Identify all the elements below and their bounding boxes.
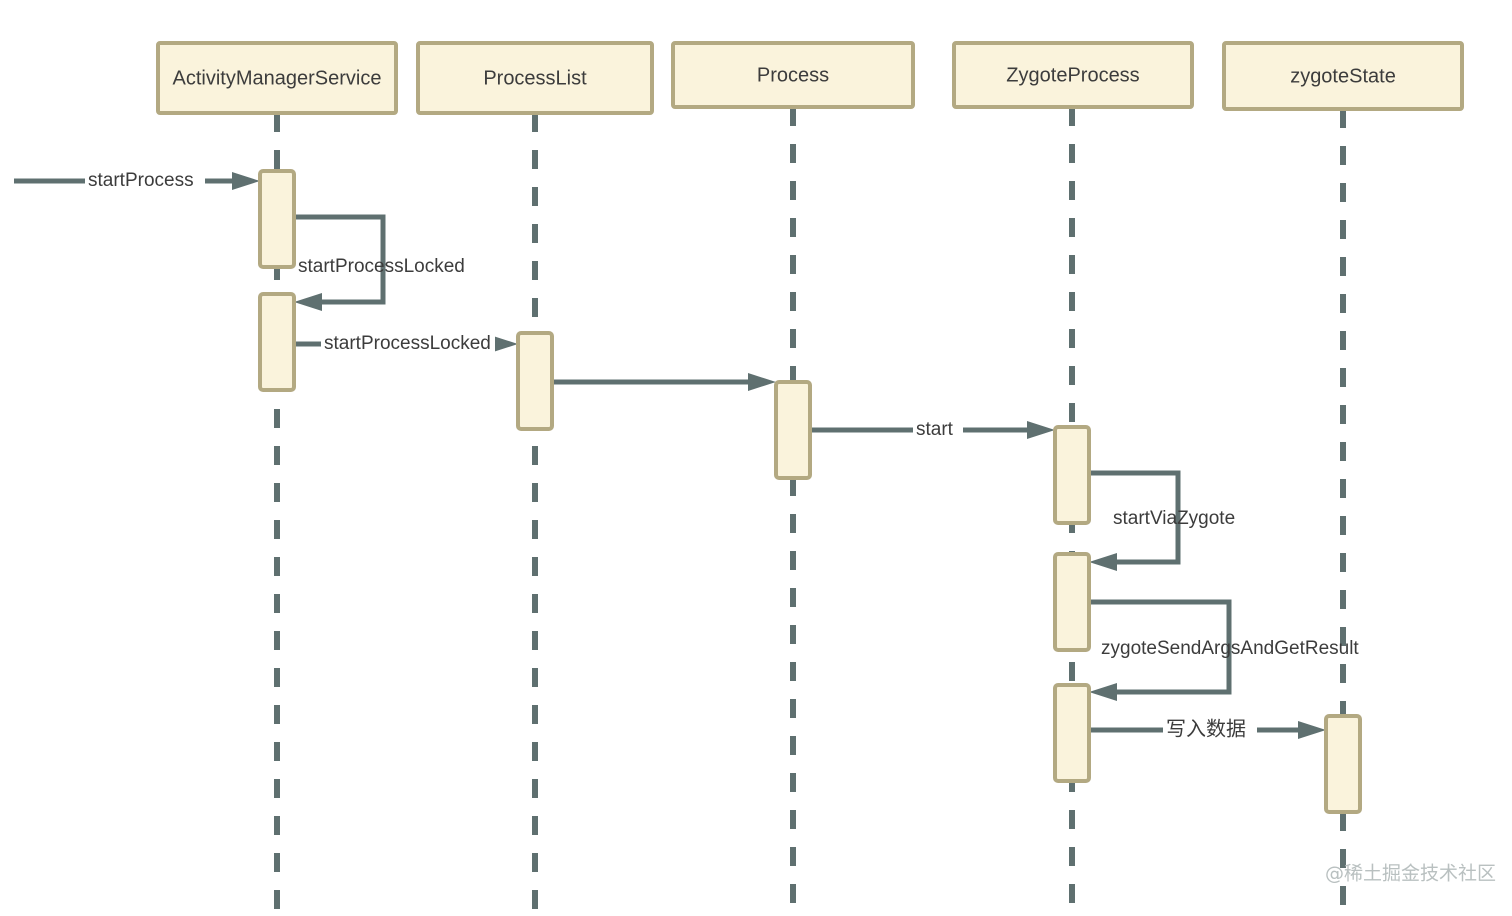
message-label-group-msg-start: start	[913, 417, 963, 443]
activation-bar-ams	[258, 169, 296, 269]
arrowhead-icon	[232, 172, 260, 190]
message-label: 写入数据	[1166, 717, 1246, 741]
participant-processlist[interactable]: ProcessList	[416, 41, 654, 115]
participant-process[interactable]: Process	[671, 41, 915, 109]
participant-label: ActivityManagerService	[173, 67, 382, 89]
participant-box[interactable]	[952, 41, 1194, 109]
participant-box[interactable]	[671, 41, 915, 109]
message-label: startViaZygote	[1113, 508, 1235, 529]
arrowhead-icon	[1089, 683, 1117, 701]
message-msg-start-via-zygote	[1089, 470, 1181, 571]
message-label-group-msg-start-process-locked-2: startProcessLocked	[321, 331, 495, 357]
message-label-group-msg-start-process: startProcess	[85, 168, 205, 194]
activation-bar-process	[774, 380, 812, 480]
message-label: startProcessLocked	[298, 256, 465, 277]
message-path	[1089, 470, 1181, 565]
message-label: startProcessLocked	[324, 333, 491, 354]
participants-layer: ActivityManagerService ProcessList Process…	[156, 41, 1464, 115]
activations-layer	[258, 169, 1362, 814]
participant-box[interactable]	[156, 41, 398, 115]
arrowhead-icon	[1089, 553, 1117, 571]
label-backdrop	[1163, 717, 1257, 743]
message-label: start	[916, 419, 954, 440]
participant-zygoteprocess[interactable]: ZygoteProcess	[952, 41, 1194, 109]
participant-label: zygoteState	[1290, 65, 1396, 87]
arrowhead-icon	[294, 293, 322, 311]
activation-bar-processlist	[516, 331, 554, 431]
message-label: startProcess	[88, 170, 194, 191]
arrowhead-icon	[1298, 721, 1326, 739]
participant-ams[interactable]: ActivityManagerService	[156, 41, 398, 115]
arrowhead-icon	[1027, 421, 1055, 439]
message-label-group-msg-start-via-zygote: startViaZygote	[1113, 508, 1235, 529]
participant-box[interactable]	[1222, 41, 1464, 111]
label-backdrop	[321, 331, 495, 357]
message-labels-layer: startProcess startProcessLocked startProce…	[85, 168, 1359, 743]
activation-bar-zygoteprocess	[1053, 683, 1091, 783]
message-path	[1089, 599, 1232, 695]
participant-zygotestate[interactable]: zygoteState	[1222, 41, 1464, 111]
message-label-group-msg-start-process-locked-self-1: startProcessLocked	[298, 256, 465, 277]
message-label: zygoteSendArgsAndGetResult	[1101, 638, 1359, 659]
participant-box[interactable]	[416, 41, 654, 115]
label-backdrop	[913, 417, 963, 443]
activation-bar-ams	[258, 292, 296, 392]
participant-label: ZygoteProcess	[1006, 64, 1139, 86]
activation-bar-zygoteprocess	[1053, 425, 1091, 525]
message-msg-processlist-to-process	[552, 373, 776, 391]
message-msg-start-process-locked-self-1	[294, 214, 386, 311]
participant-label: Process	[757, 64, 829, 86]
message-label-group-msg-zygote-send-args: zygoteSendArgsAndGetResult	[1101, 638, 1359, 659]
message-msg-zygote-send-args	[1089, 599, 1232, 701]
watermark-layer: @稀土掘金技术社区	[1325, 863, 1496, 885]
watermark-label: @稀土掘金技术社区	[1325, 863, 1496, 885]
message-path	[294, 214, 386, 305]
label-backdrop	[85, 168, 205, 194]
activation-bar-zygoteprocess	[1053, 552, 1091, 652]
message-label-group-msg-write-data: 写入数据	[1163, 717, 1257, 743]
activation-bar-zygotestate	[1324, 714, 1362, 814]
participant-label: ProcessList	[483, 67, 587, 89]
arrowhead-icon	[748, 373, 776, 391]
arrowhead-icon	[490, 335, 518, 353]
